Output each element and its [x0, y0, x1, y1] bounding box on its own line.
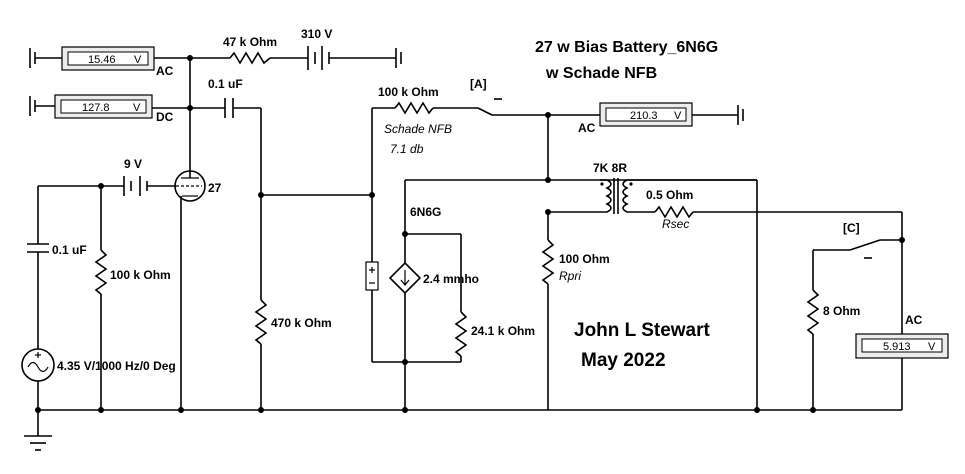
- plate-ac-unit: V: [674, 110, 682, 122]
- battery-b-plus-label: 310 V: [301, 27, 332, 41]
- grid-dc-meter: [29, 94, 225, 119]
- grid-dc-value: 127.8: [82, 102, 110, 114]
- triode-tube: [174, 108, 206, 410]
- r-secondary-name: Rsec: [662, 217, 689, 231]
- r-grid-output-label: 470 k Ohm: [271, 316, 332, 330]
- r-secondary: [654, 205, 903, 334]
- grid-ac-value: 15.46: [88, 54, 116, 66]
- load-ac-mode: AC: [905, 313, 923, 327]
- r-grid-output: [254, 194, 372, 410]
- plate-ac-value: 210.3: [630, 110, 658, 122]
- c-coupling: [224, 98, 262, 300]
- r-grid-100k: [94, 186, 108, 410]
- load-network: [806, 239, 903, 410]
- load-ac-value: 5.913: [883, 341, 911, 353]
- r-primary-name: Rpri: [559, 269, 581, 283]
- c-coupling-label: 0.1 uF: [208, 77, 243, 91]
- battery-b-plus: [307, 46, 402, 70]
- source-label: 4.35 V/1000 Hz/0 Deg: [57, 359, 176, 373]
- tube-label: 27: [208, 181, 222, 195]
- r-grid-label: 100 k Ohm: [110, 268, 171, 282]
- input-source: [21, 185, 101, 410]
- c-input-label: 0.1 uF: [52, 243, 87, 257]
- title-line-2: w Schade NFB: [545, 65, 657, 82]
- r-plate-load: [189, 51, 308, 108]
- r-load-label: 8 Ohm: [823, 304, 860, 318]
- r-plate-label: 47 k Ohm: [223, 35, 277, 49]
- grid-dc-unit: V: [133, 102, 141, 114]
- load-ac-meter: [855, 333, 949, 359]
- grid-dc-mode: DC: [156, 110, 174, 124]
- r-primary-value: 100 Ohm: [559, 252, 610, 266]
- title-line-1: 27 w Bias Battery_6N6G: [535, 39, 718, 56]
- author-date: May 2022: [581, 350, 666, 371]
- author-name: John L Stewart: [574, 320, 711, 341]
- r-secondary-value: 0.5 Ohm: [646, 188, 693, 202]
- switch-a-label: [A]: [470, 77, 487, 91]
- ground-bus: [24, 409, 902, 451]
- grid-ac-mode: AC: [156, 64, 174, 78]
- grid-ac-meter: [29, 46, 190, 71]
- gm-label: 2.4 mmho: [423, 272, 479, 286]
- battery-bias: [101, 176, 176, 196]
- battery-bias-label: 9 V: [124, 157, 142, 171]
- switch-c-label: [C]: [843, 221, 860, 235]
- load-ac-unit: V: [928, 341, 936, 353]
- transformer-label: 7K 8R: [593, 161, 627, 175]
- r-primary: [541, 212, 555, 410]
- feedback-network: [371, 98, 600, 262]
- r-feedback-label: 100 k Ohm: [378, 85, 439, 99]
- output-tube-label: 6N6G: [410, 205, 441, 219]
- grid-ac-unit: V: [134, 54, 142, 66]
- plate-ac-mode: AC: [578, 121, 596, 135]
- feedback-db: 7.1 db: [390, 142, 424, 156]
- r-plate-output-label: 24.1 k Ohm: [471, 324, 535, 338]
- output-transformer: [548, 178, 758, 410]
- plate-ac-meter: [599, 102, 744, 127]
- feedback-name: Schade NFB: [384, 122, 452, 136]
